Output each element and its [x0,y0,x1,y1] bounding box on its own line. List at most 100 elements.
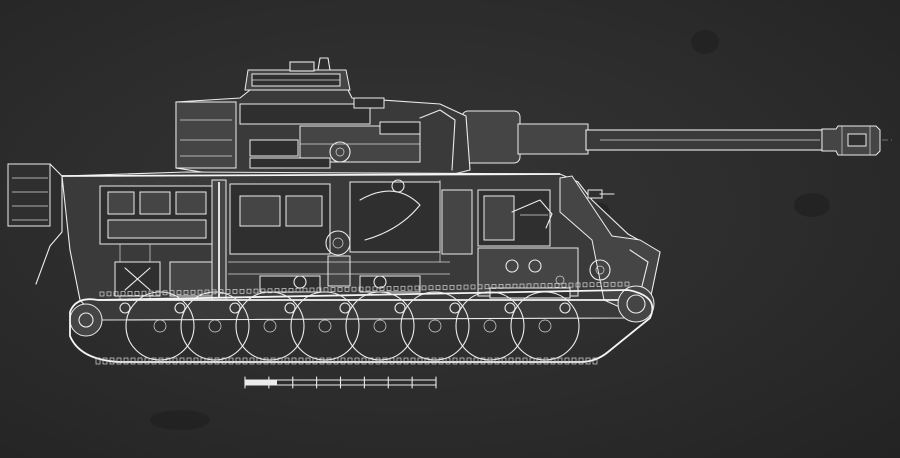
road-wheel-hub [373,319,387,333]
track-link [617,281,623,287]
suspension-arm-hub [394,302,406,314]
track-link [267,288,273,294]
track-link [113,291,119,297]
track-link [575,282,581,288]
track-link [305,357,311,365]
track-link [540,283,546,288]
track-link [281,288,287,293]
track-link [344,286,350,292]
track-link [557,357,563,365]
track-link [197,289,203,295]
track-link [533,283,539,289]
track-link [312,357,318,365]
track-link [263,357,269,365]
track-link [256,357,262,365]
track-link [302,287,308,293]
track-link [596,282,602,287]
track-link [130,357,136,365]
track-link [456,284,462,290]
track-link [445,357,451,365]
track-link [295,287,301,293]
track-link [435,285,441,290]
track-link [298,357,304,365]
track-link [582,282,588,288]
road-wheel-hub [263,319,277,333]
track-link [155,290,161,296]
track-link [403,357,409,365]
track-link [214,357,220,365]
track-link [603,282,609,287]
track-link [491,284,497,289]
suspension-arm-hub [284,302,296,314]
track-link [589,282,595,288]
track-link [172,357,178,365]
track-link [242,357,248,365]
track-link [473,357,479,365]
track-link [162,290,168,296]
track-link [515,357,521,365]
track-link [449,285,455,290]
track-link [564,357,570,365]
track-link [379,286,385,292]
road-wheel-hub [153,319,167,333]
track-link [578,357,584,365]
track-link [431,357,437,365]
track-link [235,357,241,365]
track-link [351,286,357,292]
track-link [291,357,297,365]
track-link [498,284,504,289]
scale-bar [244,376,437,389]
track-link [400,285,406,291]
track-link [410,357,416,365]
track-link [477,284,483,290]
track-link [386,286,392,291]
track-link [568,282,574,288]
track-link [463,284,469,290]
track-link [326,357,332,365]
track-link [141,290,147,296]
track-link [330,287,336,292]
track-link [340,357,346,365]
track-link [207,357,213,365]
road-wheel-hub [538,319,552,333]
track-link [417,357,423,365]
track-link [365,286,371,292]
track-link [225,289,231,294]
track-link [106,291,112,297]
track-link [428,285,434,291]
track-link [144,357,150,365]
track-link [158,357,164,365]
track-link [508,357,514,365]
suspension-arm-hub [449,302,461,314]
gun-barrel [440,110,895,164]
track-link [526,283,532,289]
track-link [480,357,486,365]
suspension-arm-hub [504,302,516,314]
track-link [274,288,280,294]
track-link [414,285,420,291]
suspension-arm-hub [174,302,186,314]
track-link [375,357,381,365]
suspension-arm-hub [339,302,351,314]
track-link [228,357,234,365]
track-link [494,357,500,365]
track-link [333,357,339,365]
track-link [316,287,322,293]
track-link [239,288,245,294]
track-link [505,283,511,289]
track-link [421,285,427,291]
track-link [179,357,185,365]
track-link [288,288,294,293]
track-link [323,287,329,293]
suspension-arm-hub [229,302,241,314]
track-link [407,285,413,291]
track-link [120,291,126,296]
track-link [123,357,129,365]
track-link [193,357,199,365]
track-link [624,281,630,287]
track-link [368,357,374,365]
track-link [277,357,283,365]
track-link [148,290,154,296]
track-link [134,290,140,296]
